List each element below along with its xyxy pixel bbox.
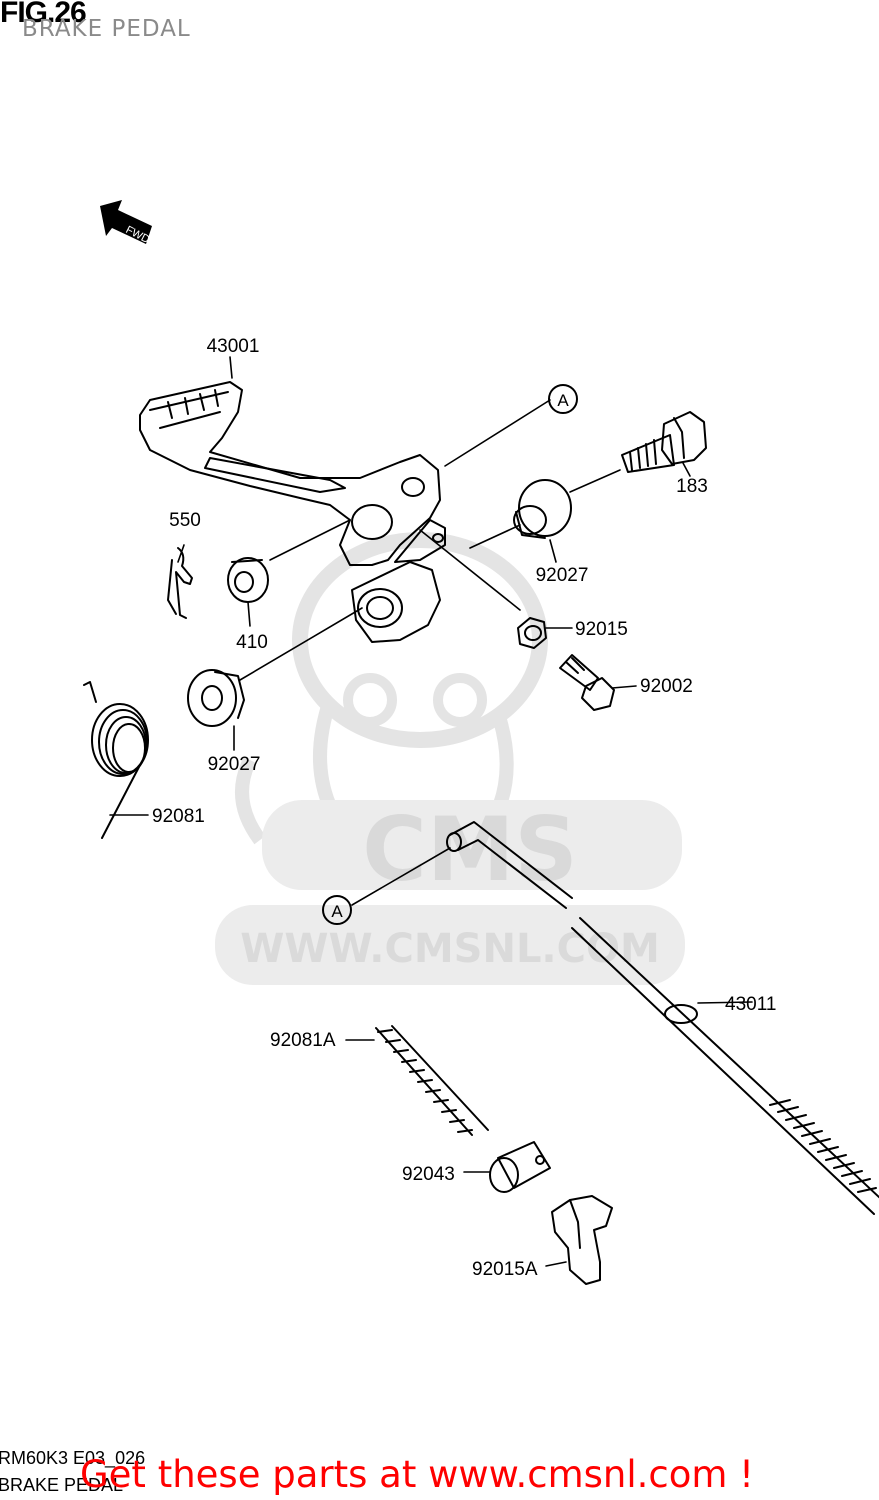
bolt-183-part [621,411,707,473]
spring-92081A-part [375,1025,489,1136]
part-label-92081A: 92081A [270,1030,336,1051]
part-label-92002: 92002 [640,676,693,697]
reference-letter-lower: A [331,902,343,921]
reference-letter-upper: A [557,391,569,410]
reference-mark-a-upper [548,384,578,414]
cotter-pin-550-part [167,547,193,619]
watermark-url: WWW.CMSNL.COM [240,926,660,972]
part-label-43011: 43011 [725,994,776,1015]
cms-watermark [215,532,685,985]
part-label-92015A: 92015A [472,1259,538,1280]
part-label-410: 410 [236,632,268,653]
pin-92043-part [489,1141,551,1193]
bolt-92002-part [559,654,615,711]
promo-link[interactable]: Get these parts at www.cmsnl.com ! [80,1453,755,1496]
fwd-arrow-icon: FWD [100,200,152,246]
part-label-183: 183 [676,476,708,497]
part-label-92043: 92043 [402,1164,455,1185]
part-label-550: 550 [169,510,201,531]
footer-code: RM60K3 E03_026 [0,1448,146,1468]
part-label-43001: 43001 [207,336,260,357]
part-label-92027-lower: 92027 [208,754,261,775]
nut-92015-part [517,617,547,649]
bushing-92027-lower-part [187,669,245,727]
figure-title: FIG.26 [0,0,87,29]
watermark-brand: CMS [362,798,578,901]
reference-mark-a-lower [322,895,352,925]
footer-name: BRAKE PEDAL [0,1475,124,1495]
figure-subtitle: BRAKE PEDAL [22,16,191,42]
nut-92015A-part [551,1195,613,1285]
part-label-92027-upper: 92027 [536,565,589,586]
part-label-92015: 92015 [575,619,628,640]
washer-410-part [227,557,269,603]
brake-rod-43011-part [446,821,879,1215]
spring-92081-part [83,681,149,839]
bushing-92027-upper-part [513,479,572,539]
brake-pedal-part [139,381,446,643]
leader-lines [109,356,753,1267]
part-label-92081: 92081 [152,806,205,827]
